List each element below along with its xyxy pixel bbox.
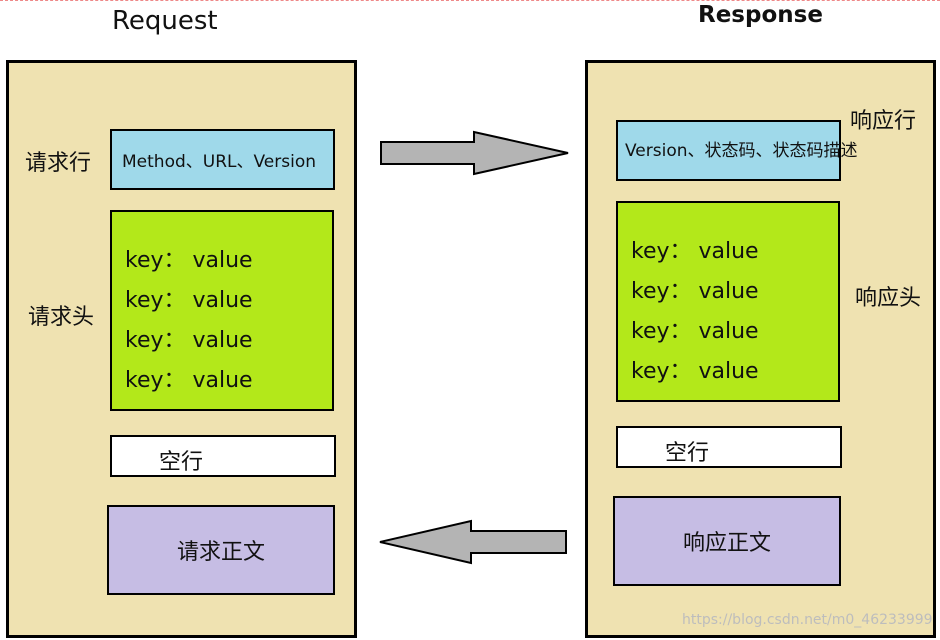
request-header-line: key： value [125, 288, 253, 313]
response-header-line: key： value [631, 319, 759, 344]
response-blank-line-box: 空行 [616, 426, 842, 468]
response-title: Response [698, 2, 823, 28]
request-header-line: key： value [125, 368, 253, 393]
request-header-line: key： value [125, 328, 253, 353]
response-status-line-box: Version、状态码、状态码描述 [616, 120, 858, 181]
request-body-box: 请求正文 [107, 505, 335, 595]
request-line-box: Method、URL、Version [110, 129, 335, 190]
response-body-label: 响应正文 [682, 531, 771, 556]
request-headers-label: 请求头 [28, 305, 95, 330]
top-dashed-rule [0, 0, 940, 2]
request-line-content: Method、URL、Version [122, 152, 316, 172]
request-blank-line-label: 空行 [159, 450, 204, 475]
request-body-label: 请求正文 [176, 540, 265, 565]
response-headers-box: key： value key： value key： value key： va… [616, 201, 840, 402]
response-status-line-content: Version、状态码、状态码描述 [625, 141, 858, 161]
response-headers-label: 响应头 [855, 286, 922, 311]
response-header-line: key： value [631, 359, 759, 384]
request-headers-box: key： value key： value key： value key： va… [110, 210, 334, 411]
response-blank-line-label: 空行 [665, 441, 710, 466]
watermark: https://blog.csdn.net/m0_46233999 [682, 612, 933, 628]
response-header-line: key： value [631, 279, 759, 304]
response-header-line: key： value [631, 239, 759, 264]
right-arrow-icon [380, 130, 569, 176]
response-body-box: 响应正文 [613, 496, 841, 586]
response-status-line-label: 响应行 [850, 109, 917, 134]
request-blank-line-box: 空行 [110, 435, 336, 477]
request-line-label: 请求行 [25, 151, 92, 176]
request-header-line: key： value [125, 248, 253, 273]
left-arrow-icon [379, 519, 567, 565]
request-title: Request [112, 6, 218, 36]
